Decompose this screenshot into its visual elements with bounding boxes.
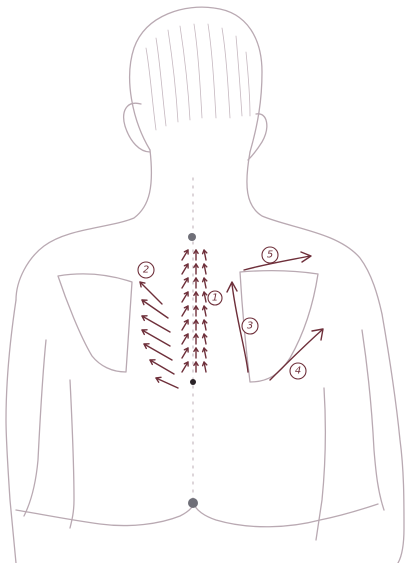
landmark-top-spine	[188, 233, 196, 241]
spine-arrow-right-9	[203, 362, 207, 372]
spine-arrow-left-5	[182, 306, 188, 316]
spine-arrow-right-3	[203, 278, 207, 288]
spine-arrow-mid-6	[194, 320, 198, 330]
spine-arrow-mid-5	[194, 306, 198, 316]
spine-arrow-left-6	[182, 320, 188, 330]
hair-lines	[146, 24, 250, 130]
spine-arrow-mid-3	[194, 278, 198, 288]
right-inner-arm	[362, 330, 384, 510]
spine-arrow-mid-4	[194, 292, 198, 302]
landmark-sacrum	[188, 498, 198, 508]
spine-arrow-right-8	[203, 348, 207, 358]
left-torso-side	[70, 380, 74, 528]
arrow-group-2	[140, 282, 178, 388]
spine-arrow-mid-8	[194, 348, 198, 358]
spine-arrow-mid-7	[194, 334, 198, 344]
svg-text:2: 2	[143, 265, 149, 276]
right-arm-outline	[382, 314, 404, 563]
spine-arrow-right-2	[203, 264, 207, 274]
spine-arrow-mid-1	[194, 250, 198, 260]
label-3: 3	[242, 318, 258, 334]
svg-text:5: 5	[267, 250, 273, 261]
arrow-group-1	[182, 250, 207, 372]
spine-arrow-left-7	[182, 334, 188, 344]
label-2: 2	[138, 262, 154, 278]
spine-arrow-left-3	[182, 278, 188, 288]
left-inner-arm	[24, 340, 46, 516]
spine-arrow-right-1	[203, 250, 207, 260]
label-4: 4	[290, 363, 306, 379]
waist-line	[16, 504, 378, 527]
label-1: 1	[208, 291, 222, 305]
left-arm-outline	[6, 300, 16, 563]
diagonal-arrow-7	[156, 377, 178, 388]
spine-arrow-left-9	[182, 362, 188, 372]
spine-arrow-right-4	[203, 292, 207, 302]
right-torso-side	[316, 388, 325, 540]
spine-arrow-mid-2	[194, 264, 198, 274]
numbered-labels: 1 2 3 4 5	[138, 247, 306, 379]
label-5: 5	[262, 247, 278, 263]
left-scapula	[58, 274, 132, 372]
spine-arrow-left-4	[182, 292, 188, 302]
svg-text:4: 4	[295, 366, 301, 377]
diagonal-arrow-6-shaft	[150, 360, 174, 374]
right-neck-shoulder	[247, 152, 382, 314]
svg-text:3: 3	[247, 321, 253, 332]
diagonal-arrow-6	[150, 360, 174, 374]
left-ear	[124, 103, 150, 152]
spine-arrow-right-5	[203, 306, 207, 316]
spine-arrow-left-1	[182, 250, 188, 260]
spine-arrow-right-6	[203, 320, 207, 330]
spine-arrow-left-8	[182, 348, 188, 358]
spine-arrow-left-2	[182, 264, 188, 274]
diagonal-arrow-5	[144, 344, 172, 360]
landmark-mid-spine	[190, 379, 196, 385]
left-neck-shoulder	[16, 150, 151, 300]
spine-arrow-right-7	[203, 334, 207, 344]
spine-arrow-mid-9	[194, 362, 198, 372]
diagonal-arrow-5-shaft	[144, 344, 172, 360]
svg-text:1: 1	[212, 293, 218, 304]
diagonal-arrow-7-shaft	[156, 378, 178, 388]
head-outline	[130, 7, 262, 152]
